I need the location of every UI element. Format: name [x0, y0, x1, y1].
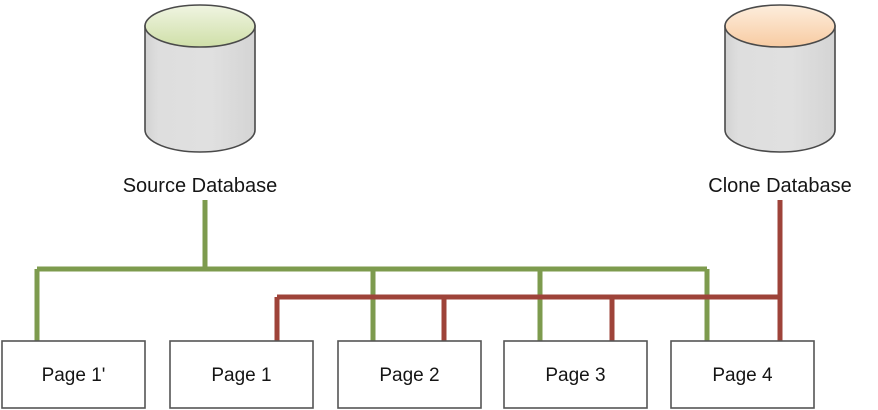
clone-database-node[interactable]: Clone Database: [708, 4, 852, 197]
page-box-label: Page 3: [545, 365, 605, 386]
page-box-page-2[interactable]: Page 2: [337, 340, 482, 409]
page-box-label: Page 2: [379, 365, 439, 386]
clone-connector-tree: [274, 200, 783, 343]
page-box-label: Page 1': [42, 365, 106, 386]
cylinder-top-ellipse: [144, 4, 256, 48]
page-box-page-3[interactable]: Page 3: [503, 340, 648, 409]
page-box-rect: [1, 340, 146, 409]
page-box-page-1-prime[interactable]: Page 1': [1, 340, 146, 409]
database-cylinder-icon: [144, 25, 256, 153]
page-box-label: Page 4: [712, 365, 773, 386]
page-box-rect: [503, 340, 648, 409]
cylinder-top-ellipse: [724, 4, 836, 48]
page-box-page-1[interactable]: Page 1: [169, 340, 314, 409]
source-connector-tree: [34, 200, 710, 343]
page-box-rect: [670, 340, 815, 409]
page-box-label: Page 1: [211, 365, 271, 386]
page-box-rect: [169, 340, 314, 409]
source-database-node[interactable]: Source Database: [123, 4, 278, 197]
clone-database-label: Clone Database: [708, 175, 851, 197]
page-box-rect: [337, 340, 482, 409]
database-cylinder-icon: [724, 25, 836, 153]
source-database-label: Source Database: [123, 175, 278, 197]
page-box-page-4[interactable]: Page 4: [670, 340, 815, 409]
